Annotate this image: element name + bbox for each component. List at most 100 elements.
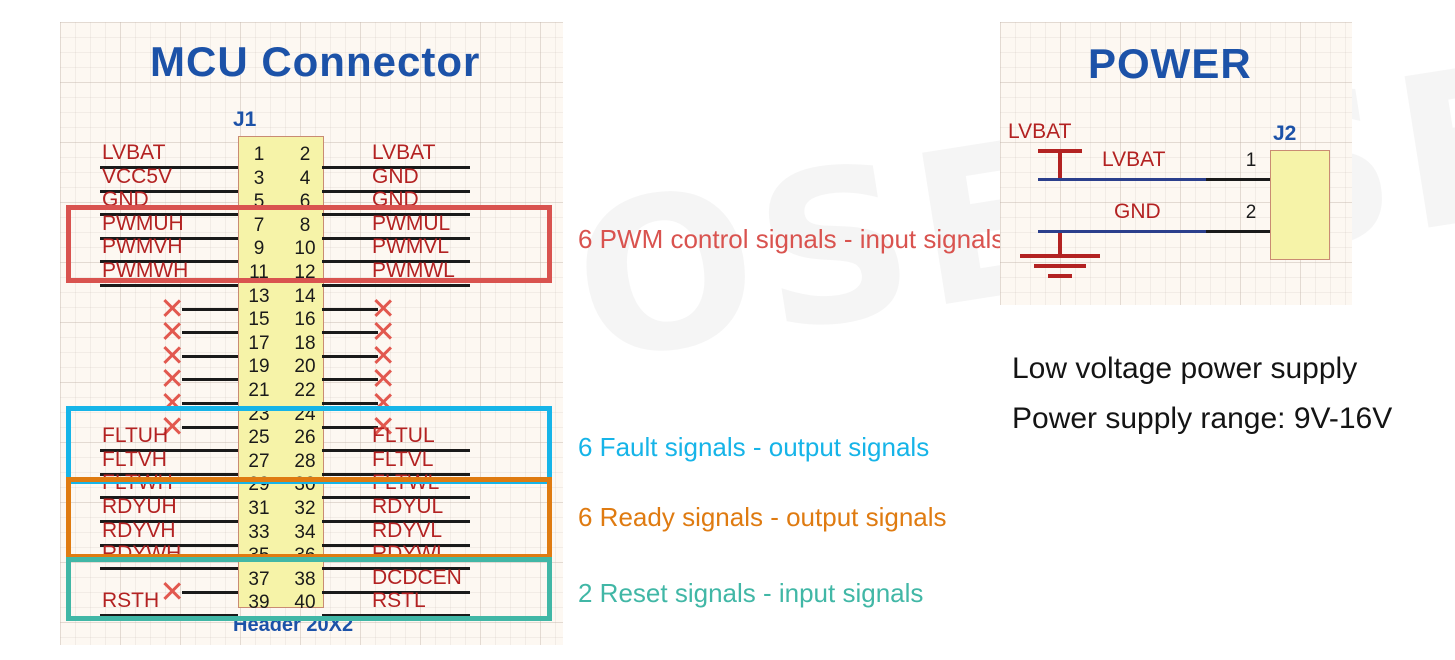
j1-pin-number-22: 22 bbox=[294, 380, 316, 401]
no-connect-icon-20 bbox=[372, 367, 394, 389]
j1-pin-number-37: 37 bbox=[248, 568, 270, 590]
j1-wire-right-10 bbox=[322, 260, 470, 264]
j1-wire-left-27 bbox=[100, 472, 238, 476]
j1-net-label-right-12: PWMWL bbox=[372, 259, 455, 282]
j1-wire-left-11 bbox=[100, 284, 238, 287]
j1-pin-number-39: 39 bbox=[248, 592, 270, 614]
no-connect-icon-13 bbox=[161, 297, 183, 319]
j1-pin-number-32: 32 bbox=[294, 498, 316, 519]
j1-net-label-left-25: FLTUH bbox=[102, 424, 169, 448]
j1-net-label-left-31: RDYUH bbox=[102, 495, 177, 518]
j1-wire-right-18 bbox=[322, 354, 378, 358]
j1-wire-left-33 bbox=[100, 543, 238, 547]
j1-wire-right-12 bbox=[322, 284, 470, 287]
j1-wire-right-8 bbox=[322, 236, 470, 240]
j1-pin-number-40: 40 bbox=[294, 592, 316, 614]
annotation-fault: 6 Fault signals - output signals bbox=[578, 432, 930, 462]
j1-wire-right-34 bbox=[322, 543, 470, 547]
j1-net-label-right-28: FLTVL bbox=[372, 447, 434, 471]
j1-net-label-left-39: RSTH bbox=[102, 589, 160, 613]
j1-pin-number-31: 31 bbox=[248, 498, 270, 519]
j1-wire-left-37 bbox=[182, 590, 238, 594]
j1-pin-number-8: 8 bbox=[299, 214, 311, 236]
highlight-box-pwm bbox=[66, 205, 552, 283]
j1-pin-number-18: 18 bbox=[294, 332, 316, 354]
j1-pin-number-3: 3 bbox=[253, 167, 265, 189]
j1-wire-right-6 bbox=[322, 213, 470, 217]
j1-wire-right-30 bbox=[322, 496, 470, 500]
j2-connector-body bbox=[1270, 150, 1330, 260]
j1-net-label-right-26: FLTUL bbox=[372, 424, 435, 448]
j1-wire-left-15 bbox=[182, 331, 238, 335]
j1-wire-left-35 bbox=[100, 567, 238, 571]
power-net-label-lvbat: LVBAT bbox=[1102, 148, 1166, 171]
j1-pin-number-38: 38 bbox=[294, 568, 316, 590]
j1-pin-number-19: 19 bbox=[248, 356, 270, 378]
j1-wire-right-4 bbox=[322, 189, 470, 193]
j1-pin-number-11: 11 bbox=[249, 262, 269, 283]
no-connect-icon-18 bbox=[372, 344, 394, 366]
j1-wire-right-36 bbox=[322, 567, 470, 571]
mcu-sheet-title: MCU Connector bbox=[150, 38, 481, 85]
j1-wire-left-3 bbox=[100, 189, 238, 193]
j1-pin-number-4: 4 bbox=[299, 167, 311, 189]
j1-pin-number-14: 14 bbox=[294, 285, 316, 307]
j1-pin-number-27: 27 bbox=[248, 450, 270, 472]
j1-refdes-label: J1 bbox=[233, 108, 257, 131]
annotation-reset: 2 Reset signals - input signals bbox=[578, 578, 924, 608]
j1-wire-left-5 bbox=[100, 213, 238, 217]
j1-pin-number-26: 26 bbox=[294, 427, 316, 449]
j1-wire-left-1 bbox=[100, 166, 238, 169]
j1-wire-left-17 bbox=[182, 354, 238, 358]
no-connect-icon-15 bbox=[161, 320, 183, 342]
j1-wire-right-22 bbox=[322, 402, 378, 405]
j1-wire-right-32 bbox=[322, 520, 470, 523]
j1-pin-number-20: 20 bbox=[294, 356, 316, 378]
j1-net-label-left-11: PWMWH bbox=[102, 259, 189, 282]
j1-wire-right-24 bbox=[322, 425, 378, 429]
j1-net-label-right-2: LVBAT bbox=[372, 141, 436, 164]
j1-wire-right-14 bbox=[322, 307, 378, 311]
j1-pin-number-2: 2 bbox=[299, 144, 311, 165]
no-connect-icon-19 bbox=[161, 367, 183, 389]
j1-net-label-right-8: PWMUL bbox=[372, 211, 451, 235]
j1-wire-right-2 bbox=[322, 166, 470, 169]
j1-net-label-right-40: RSTL bbox=[372, 589, 426, 613]
highlight-box-ready bbox=[66, 477, 552, 559]
j1-pin-number-28: 28 bbox=[294, 450, 316, 472]
j1-connector-body bbox=[238, 136, 324, 608]
j2-pin-number-1: 1 bbox=[1245, 150, 1257, 171]
j1-wire-left-29 bbox=[100, 496, 238, 500]
j1-pin-number-10: 10 bbox=[294, 238, 316, 260]
j1-wire-left-25 bbox=[100, 449, 238, 453]
j2-pin-number-2: 2 bbox=[1245, 202, 1257, 223]
j1-wire-left-31 bbox=[100, 520, 238, 523]
lvbat-supply-label: LVBAT bbox=[1008, 120, 1072, 143]
j1-wire-right-26 bbox=[322, 449, 470, 453]
j1-pin-number-34: 34 bbox=[294, 521, 316, 543]
power-sheet-title: POWER bbox=[1088, 40, 1252, 87]
j1-pin-number-1: 1 bbox=[253, 144, 265, 165]
j1-net-label-right-34: RDYVL bbox=[372, 518, 443, 542]
highlight-box-fault bbox=[66, 406, 552, 484]
j1-pin-number-21: 21 bbox=[248, 380, 270, 401]
j1-net-label-left-1: LVBAT bbox=[102, 141, 166, 164]
j1-pin-number-12: 12 bbox=[294, 262, 316, 283]
j1-wire-right-40 bbox=[322, 614, 470, 618]
j2-refdes-label: J2 bbox=[1273, 122, 1297, 145]
j1-net-label-left-9: PWMVH bbox=[102, 235, 183, 259]
j1-net-label-left-7: PWMUH bbox=[102, 211, 184, 235]
highlight-box-reset bbox=[66, 557, 552, 621]
power-note-line-2: Power supply range: 9V-16V bbox=[1012, 402, 1393, 435]
no-connect-icon-14 bbox=[372, 297, 394, 319]
j1-wire-right-20 bbox=[322, 378, 378, 382]
gnd-net-wire bbox=[1038, 230, 1206, 233]
j1-net-label-left-3: VCC5V bbox=[102, 164, 173, 188]
j1-net-label-left-33: RDYVH bbox=[102, 518, 176, 542]
j1-pin-number-7: 7 bbox=[253, 214, 265, 236]
j1-net-label-right-38: DCDCEN bbox=[372, 565, 462, 589]
j1-pin-number-5: 5 bbox=[253, 191, 265, 213]
j1-wire-left-7 bbox=[100, 236, 238, 240]
j1-pin-number-6: 6 bbox=[299, 191, 311, 213]
annotation-pwm: 6 PWM control signals - input signals bbox=[578, 224, 1005, 254]
